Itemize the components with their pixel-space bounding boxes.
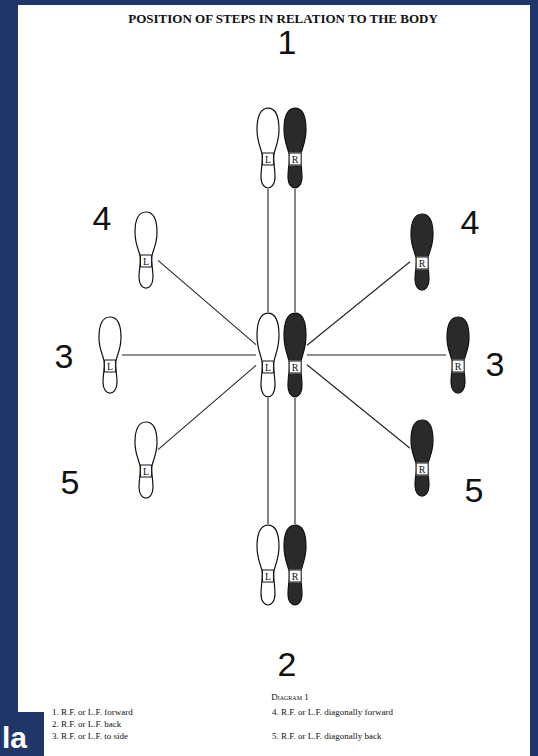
foot-sole: [284, 525, 306, 605]
foot-sole: [257, 108, 279, 188]
foot-letter: R: [452, 359, 465, 372]
foot-outline: [134, 421, 158, 499]
step-line: [267, 189, 268, 312]
legend-note: 1. R.F. or L.F. forward: [52, 707, 242, 718]
callout-number: 1: [278, 24, 297, 60]
foot-sole: [447, 317, 469, 393]
right-footprint: R: [410, 213, 434, 291]
step-line: [294, 189, 295, 312]
legend-note: 4. R.F. or L.F. diagonally forward: [272, 707, 412, 718]
step-line: [158, 260, 256, 344]
foot-letter: R: [289, 361, 302, 374]
foot-letter: R: [416, 462, 429, 475]
callout-number: 5: [61, 464, 80, 500]
foot-sole: [257, 313, 279, 397]
left-footprint: L: [256, 312, 280, 398]
foot-outline: [98, 316, 122, 394]
foot-sole: [284, 108, 306, 188]
callout-number: 3: [486, 346, 505, 382]
callout-number: 5: [465, 472, 484, 508]
legend-note: 5. R.F. or L.F. diagonally back: [272, 731, 452, 742]
left-footprint: L: [98, 316, 122, 394]
foot-outline: [410, 419, 434, 497]
slide-fragment: la: [2, 722, 27, 754]
legend-note: 2. R.F. or L.F. back: [52, 719, 242, 730]
left-footprint: L: [256, 524, 280, 606]
foot-letter: L: [262, 570, 274, 583]
foot-letter: L: [262, 153, 274, 166]
right-footprint: R: [410, 419, 434, 497]
foot-outline: [283, 107, 307, 189]
step-line: [158, 365, 256, 449]
foot-sole: [284, 313, 306, 397]
right-footprint: R: [283, 107, 307, 189]
foot-letter: R: [289, 153, 302, 166]
step-line: [294, 398, 295, 524]
legend-note: 3. R.F. or L.F. to side: [52, 731, 242, 742]
diagram-caption: Diagram 1: [271, 692, 309, 702]
callout-number: 2: [278, 646, 297, 682]
right-footprint: R: [446, 316, 470, 394]
foot-outline: [256, 312, 280, 398]
foot-sole: [135, 212, 157, 288]
step-line: [307, 365, 410, 449]
foot-outline: [283, 524, 307, 606]
step-line: [122, 354, 256, 355]
foot-outline: [256, 107, 280, 189]
callout-number: 3: [55, 338, 74, 374]
right-footprint: R: [283, 312, 307, 398]
callout-number: 4: [461, 204, 480, 240]
right-footprint: R: [283, 524, 307, 606]
foot-letter: L: [140, 254, 152, 267]
foot-sole: [135, 422, 157, 498]
foot-letter: L: [104, 359, 116, 372]
foot-outline: [283, 312, 307, 398]
left-footprint: L: [134, 421, 158, 499]
foot-outline: [134, 211, 158, 289]
foot-letter: L: [262, 361, 274, 374]
step-line: [267, 398, 268, 524]
foot-outline: [446, 316, 470, 394]
foot-letter: R: [416, 256, 429, 269]
foot-letter: R: [289, 570, 302, 583]
foot-letter: L: [140, 464, 152, 477]
foot-outline: [410, 213, 434, 291]
foot-outline: [256, 524, 280, 606]
paper-sheet: [18, 5, 530, 756]
foot-sole: [411, 420, 433, 496]
slide-corner: [0, 712, 44, 756]
foot-sole: [411, 214, 433, 290]
left-footprint: L: [256, 107, 280, 189]
callout-number: 4: [93, 200, 112, 236]
foot-sole: [257, 525, 279, 605]
left-footprint: L: [134, 211, 158, 289]
step-line: [307, 354, 446, 355]
foot-sole: [99, 317, 121, 393]
step-line: [307, 262, 410, 346]
